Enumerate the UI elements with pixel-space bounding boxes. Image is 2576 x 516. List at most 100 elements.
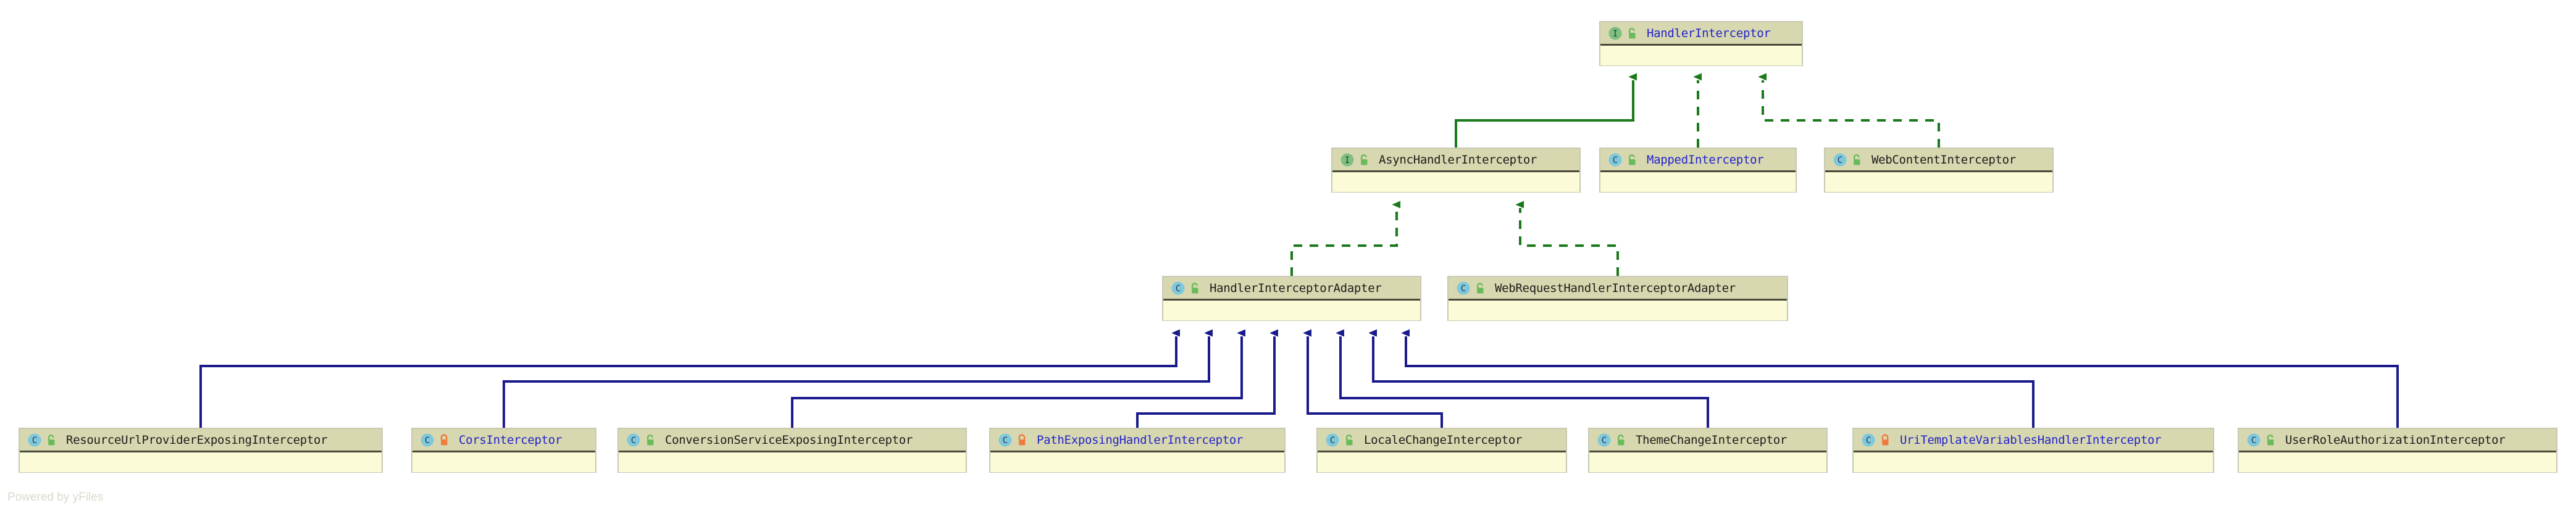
class-icon: C [1862,433,1875,446]
class-node-theme-change-interceptor[interactable]: C ThemeChangeInterceptor [1588,428,1828,473]
lock-open-icon [1191,282,1198,293]
svg-text:C: C [1003,436,1008,446]
class-icon: C [627,433,640,446]
class-icon: C [28,433,41,446]
class-node-members [1600,46,1802,65]
class-name-label: WebRequestHandlerInterceptorAdapter [1495,281,1736,295]
interface-icon: I [1340,153,1354,166]
lock-open-icon [1345,434,1353,445]
svg-text:I: I [1345,156,1350,165]
class-name-label: ThemeChangeInterceptor [1636,433,1788,447]
class-node-resource-url-provider-exposing-interceptor[interactable]: C ResourceUrlProviderExposingInterceptor [19,428,383,473]
class-name-label: WebContentInterceptor [1871,152,2016,167]
edge-theme-to-hia [1340,336,1709,428]
edge-webcontent-to-handler [1763,80,1940,148]
lock-closed-icon [440,433,448,445]
class-node-header: C ThemeChangeInterceptor [1589,429,1826,452]
lock-open-icon [1628,154,1636,165]
svg-text:C: C [1602,436,1607,446]
class-node-user-role-authorization-interceptor[interactable]: C UserRoleAuthorizationInterceptor [2238,428,2557,473]
class-icon: C [1833,153,1847,166]
edge-locale-to-hia [1308,336,1443,428]
svg-text:I: I [1613,29,1618,39]
class-node-header: C WebRequestHandlerInterceptorAdapter [1449,277,1787,301]
class-node-members [1589,452,1826,472]
class-node-members [1854,452,2213,472]
svg-text:C: C [1176,284,1181,294]
edge-pathexposing-to-hia [1136,336,1274,428]
lock-closed-icon [1881,433,1889,445]
svg-text:C: C [1461,284,1466,294]
class-node-members [412,452,595,472]
svg-text:C: C [1866,436,1871,446]
edge-async-to-handler [1455,80,1633,148]
class-node-handler-interceptor-adapter[interactable]: C HandlerInterceptorAdapter [1162,276,1421,321]
svg-text:C: C [1838,156,1842,165]
yfiles-watermark: Powered by yFiles [7,491,104,504]
class-name-label: AsyncHandlerInterceptor [1379,152,1537,167]
class-name-label: HandlerInterceptorAdapter [1210,281,1382,295]
class-node-members [1825,172,2052,192]
class-name-label: LocaleChangeInterceptor [1364,433,1523,447]
class-icon: C [1608,153,1622,166]
class-node-web-request-handler-interceptor-adapter[interactable]: C WebRequestHandlerInterceptorAdapter [1447,276,1788,321]
class-name-label: PathExposingHandlerInterceptor [1037,433,1244,447]
lock-open-icon [2267,434,2274,445]
edge-resourceurl-to-hia [199,336,1176,428]
class-name-label: ResourceUrlProviderExposingInterceptor [66,433,328,447]
lock-closed-icon [1018,433,1026,445]
class-node-members [20,452,382,472]
lock-open-icon [48,434,55,445]
edge-conversion-to-hia [791,336,1242,428]
class-node-web-content-interceptor[interactable]: C WebContentInterceptor [1824,148,2054,193]
lock-open-icon [1617,434,1625,445]
class-icon: C [1457,281,1470,294]
class-node-header: C WebContentInterceptor [1825,149,2052,172]
class-node-header: C PathExposingHandlerInterceptor [990,429,1284,452]
class-node-header: C ResourceUrlProviderExposingInterceptor [20,429,382,452]
class-node-members [1318,452,1566,472]
lock-open-icon [1360,154,1368,165]
class-node-path-exposing-handler-interceptor[interactable]: C PathExposingHandlerInterceptor [989,428,1286,473]
class-icon: C [420,433,434,446]
class-node-members [2239,452,2556,472]
svg-text:C: C [32,436,37,446]
class-icon: C [2247,433,2260,446]
class-node-members [1449,301,1787,320]
edge-userrole-to-hia [1406,336,2399,428]
class-name-label: CorsInterceptor [459,433,562,447]
svg-text:C: C [1330,436,1335,446]
class-name-label: MappedInterceptor [1647,152,1764,167]
class-node-members [619,452,966,472]
lock-open-icon [1853,154,1860,165]
class-node-header: C LocaleChangeInterceptor [1318,429,1566,452]
class-node-cors-interceptor[interactable]: C CorsInterceptor [411,428,596,473]
class-icon: C [1597,433,1611,446]
lock-open-icon [646,434,654,445]
class-node-mapped-interceptor[interactable]: C MappedInterceptor [1599,148,1797,193]
class-node-header: I AsyncHandlerInterceptor [1332,149,1579,172]
class-icon: C [1326,433,1339,446]
class-node-header: C UserRoleAuthorizationInterceptor [2239,429,2556,452]
class-node-locale-change-interceptor[interactable]: C LocaleChangeInterceptor [1316,428,1567,473]
edge-wrhia-to-async [1520,208,1619,276]
class-name-label: UserRoleAuthorizationInterceptor [2285,433,2506,447]
class-node-header: C MappedInterceptor [1600,149,1796,172]
class-node-async-handler-interceptor[interactable]: I AsyncHandlerInterceptor [1331,148,1581,193]
class-node-header: C CorsInterceptor [412,429,595,452]
svg-text:C: C [1613,156,1618,165]
svg-text:C: C [631,436,636,446]
class-node-members [990,452,1284,472]
class-node-members [1600,172,1796,192]
edge-hia-to-async [1290,208,1397,276]
svg-text:C: C [2251,436,2256,446]
class-node-header: C HandlerInterceptorAdapter [1163,277,1420,301]
